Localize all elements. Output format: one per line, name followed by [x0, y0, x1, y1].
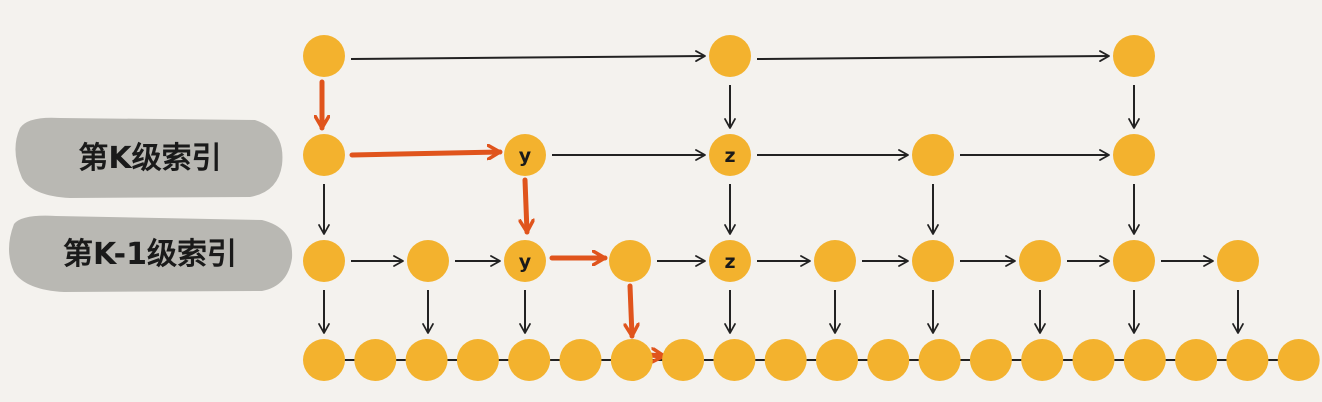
base-node	[456, 339, 499, 381]
index-node	[1113, 240, 1155, 282]
index-node	[709, 35, 751, 77]
index-node	[814, 240, 856, 282]
index-node	[609, 240, 651, 282]
index-node	[303, 240, 345, 282]
base-node	[405, 339, 448, 381]
index-node	[407, 240, 449, 282]
index-node	[504, 134, 546, 176]
node-label: z	[724, 251, 735, 273]
base-node	[867, 339, 910, 381]
search-path	[322, 79, 667, 356]
base-node	[662, 339, 705, 381]
base-node	[559, 339, 602, 381]
node-label: y	[519, 145, 532, 167]
index-node	[1217, 240, 1259, 282]
base-node	[1021, 339, 1064, 381]
label-level-k-text: 第K级索引	[78, 141, 221, 176]
label-level-k-minus-1-pill	[9, 215, 293, 292]
base-node	[969, 339, 1012, 381]
level-arrow-right	[756, 50, 1110, 62]
node-label: z	[724, 145, 735, 167]
label-level-k: 第K级索引	[15, 117, 283, 198]
base-node	[816, 339, 858, 381]
edges	[318, 50, 1318, 361]
base-node	[1277, 339, 1320, 381]
search-path-arrow	[349, 152, 503, 155]
search-path-arrow	[630, 283, 632, 339]
label-level-k-minus-1: 第K-1级索引	[9, 215, 293, 292]
base-node	[1072, 339, 1115, 381]
index-node	[1113, 35, 1155, 77]
base-node	[1226, 339, 1269, 381]
index-node	[912, 240, 954, 282]
label-level-k-minus-1-text: 第K-1级索引	[63, 237, 237, 272]
label-level-k-pill	[15, 117, 283, 198]
index-node	[303, 134, 345, 176]
index-node	[709, 134, 751, 176]
index-node	[303, 35, 345, 77]
index-node	[709, 240, 751, 282]
index-node	[504, 240, 546, 282]
nodes: y z y z	[303, 35, 1320, 381]
node-label: y	[519, 251, 532, 273]
base-node	[764, 339, 807, 381]
base-node	[354, 339, 397, 381]
base-node	[610, 339, 653, 381]
base-node	[508, 339, 551, 381]
base-node	[918, 339, 961, 381]
index-node	[1113, 134, 1155, 176]
level-arrow-right	[350, 50, 706, 62]
index-node	[1019, 240, 1061, 282]
base-node	[303, 339, 345, 381]
base-node	[1175, 339, 1218, 381]
index-node	[912, 134, 954, 176]
search-path-arrow	[525, 177, 527, 235]
base-node	[713, 339, 756, 381]
base-node	[1123, 339, 1166, 381]
